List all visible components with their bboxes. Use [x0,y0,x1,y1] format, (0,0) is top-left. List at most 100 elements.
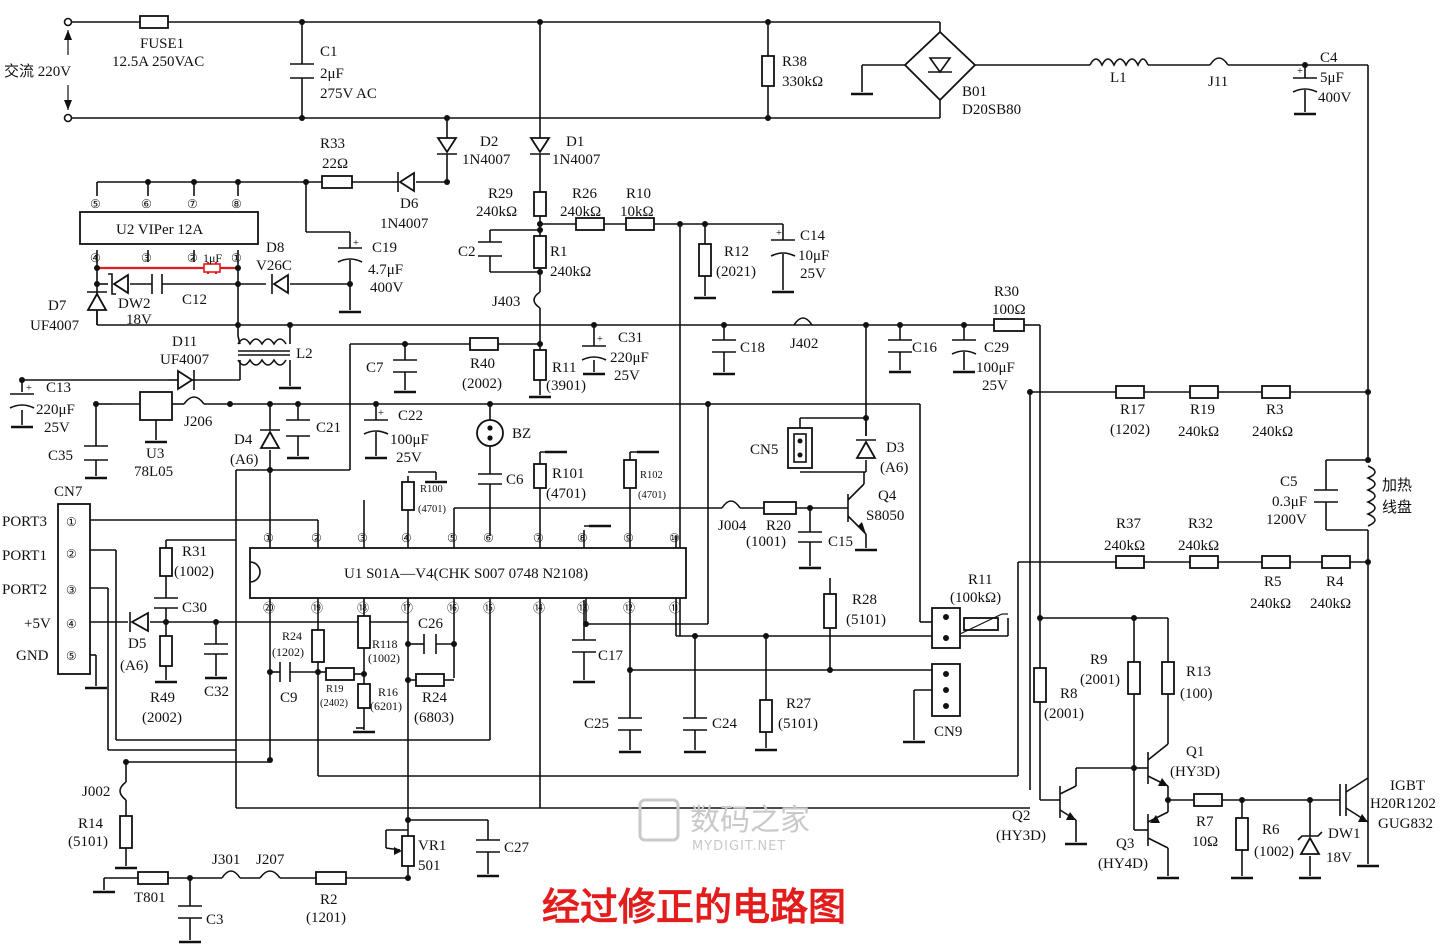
resistor-r49 [159,635,173,667]
svg-text:L2: L2 [296,346,313,362]
svg-text:R101: R101 [552,466,585,482]
svg-text:⑩: ⑩ [669,531,680,545]
svg-text:+: + [597,334,603,345]
svg-text:(1202): (1202) [1110,422,1150,438]
svg-text:R9: R9 [1090,652,1108,668]
svg-text:(4701): (4701) [546,486,586,502]
svg-text:DW2: DW2 [118,296,151,312]
resistor-r40 [469,337,499,351]
svg-text:400V: 400V [370,280,404,296]
svg-text:CN5: CN5 [750,442,778,458]
svg-text:⑤: ⑤ [447,531,458,545]
red-added-capacitor [203,262,221,274]
svg-text:D20SB80: D20SB80 [962,102,1021,118]
svg-text:⑭: ⑭ [533,601,545,615]
svg-text:C27: C27 [504,840,530,856]
coil-label-line2: 线盘 [1382,498,1412,516]
svg-text:R12: R12 [724,244,749,260]
svg-text:R13: R13 [1186,664,1211,680]
svg-text:C12: C12 [182,292,207,308]
svg-text:J207: J207 [256,852,285,868]
capacitor-c25 [618,717,642,731]
svg-text:(4701): (4701) [418,504,446,515]
svg-text:R30: R30 [994,284,1019,300]
svg-text:5μF: 5μF [1320,70,1344,86]
svg-text:B01: B01 [962,84,987,100]
svg-text:240kΩ: 240kΩ [1104,538,1145,554]
capacitor-c9 [279,662,291,682]
svg-text:C17: C17 [598,648,624,664]
svg-text:25V: 25V [614,368,640,384]
diode-d5 [129,611,149,633]
svg-text:④: ④ [401,531,412,545]
svg-text:C35: C35 [48,448,73,464]
watermark: 数码之家 MYDIGIT.NET [638,798,810,854]
capacitor-c32 [204,643,228,655]
resistor-r8 [1033,667,1047,703]
resistor-r102 [623,459,637,489]
svg-text:C29: C29 [984,340,1009,356]
svg-text:U3: U3 [146,446,164,462]
svg-text:(2002): (2002) [142,710,182,726]
jumper-j207 [259,870,281,879]
svg-text:S8050: S8050 [866,508,904,524]
connector-cn5 [787,427,813,469]
diode-d2 [436,137,458,160]
resistor-r13 [1161,661,1175,695]
capacitor-c16 [888,339,912,353]
u2-label: U2 VIPer 12A [116,222,203,238]
capacitor-c7 [393,359,417,373]
svg-text:R6: R6 [1262,822,1280,838]
ac-input-label: 交流 220V [4,62,71,80]
svg-text:CN9: CN9 [934,724,962,740]
zener-dw1 [1297,831,1323,855]
svg-text:⑰: ⑰ [401,601,413,615]
svg-text:R27: R27 [786,696,812,712]
resistor-r9 [1127,661,1141,695]
resistor-r3 [1261,385,1291,399]
capacitor-c2 [478,241,502,257]
svg-text:18V: 18V [126,312,152,328]
svg-text:C26: C26 [418,616,444,632]
svg-text:D5: D5 [128,636,146,652]
svg-text:PORT2: PORT2 [2,582,47,598]
svg-text:R40: R40 [470,356,495,372]
component-labels: 交流 220V FUSE1 12.5A 250VAC C1 2μF 275V A… [2,36,1436,928]
svg-text:C30: C30 [182,600,207,616]
svg-text:③: ③ [66,583,77,597]
svg-text:R26: R26 [572,186,598,202]
fuse-t801 [137,871,169,885]
svg-text:(1001): (1001) [746,534,786,550]
capacitor-c24 [683,717,707,731]
svg-text:(100kΩ): (100kΩ) [950,590,1001,606]
capacitor-c13: + [9,383,35,409]
svg-text:R102: R102 [640,470,663,481]
svg-text:10μF: 10μF [798,248,829,264]
svg-text:(A6): (A6) [230,452,258,468]
svg-text:⑤: ⑤ [90,197,101,211]
resistor-r12 [698,243,712,277]
svg-text:UF4007: UF4007 [30,318,80,334]
jumper-j403 [533,291,541,309]
svg-text:J403: J403 [492,294,520,310]
svg-text:J206: J206 [184,414,213,430]
capacitor-c4: + [1292,66,1318,93]
svg-text:⑦: ⑦ [187,197,198,211]
svg-text:D4: D4 [234,432,253,448]
diode-d1 [529,137,551,160]
svg-text:FUSE1: FUSE1 [140,36,184,52]
svg-text:C16: C16 [912,340,938,356]
svg-text:④: ④ [66,617,77,631]
resistor-r100 [401,481,415,511]
svg-text:C18: C18 [740,340,765,356]
svg-text:D2: D2 [480,134,498,150]
connector-cn9 [931,663,961,717]
transistor-q4 [858,522,866,534]
resistor-r20 [763,501,797,515]
svg-text:④: ④ [90,251,101,265]
svg-text:J301: J301 [212,852,240,868]
svg-text:C24: C24 [712,716,738,732]
svg-text:①: ① [231,251,242,265]
resistor-r19-upper [1189,385,1219,399]
svg-text:Q3: Q3 [1116,836,1134,852]
